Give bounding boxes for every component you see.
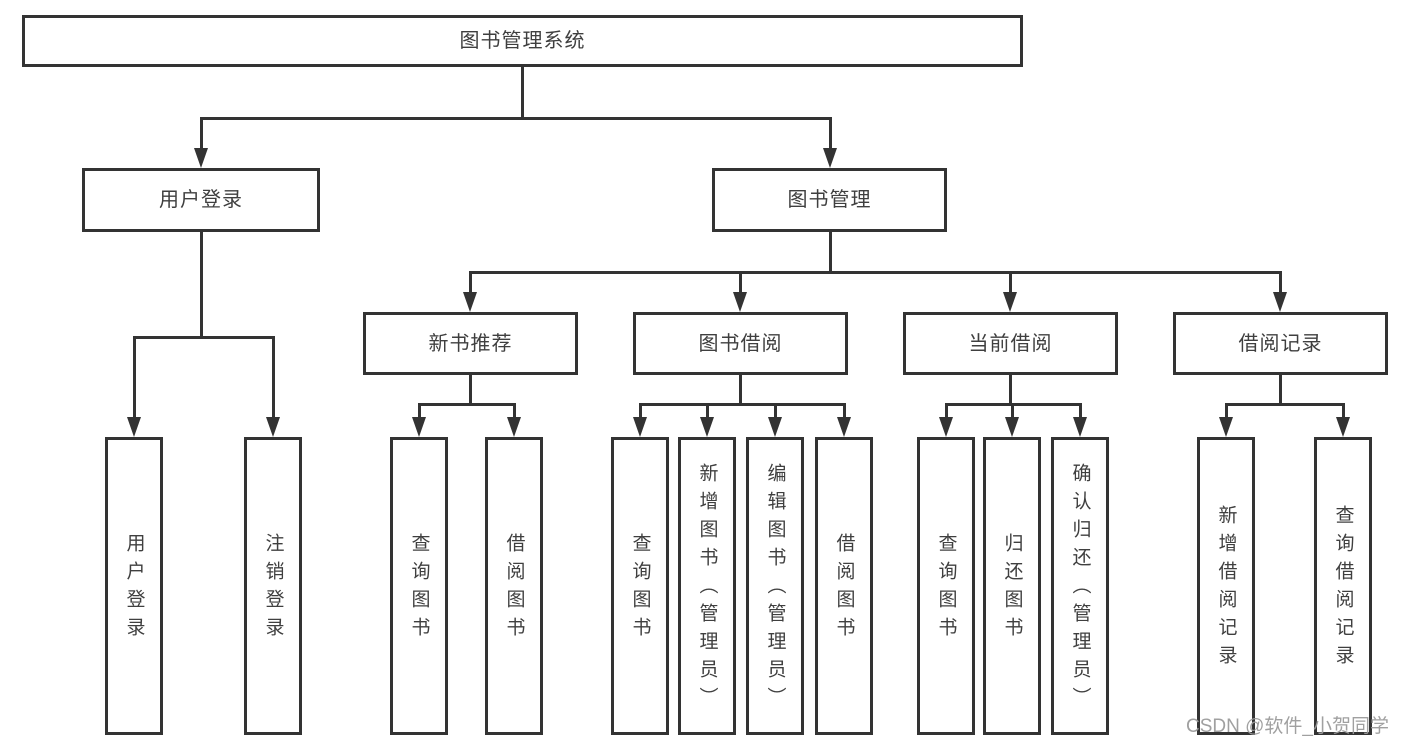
connector-stem-new-book-rec bbox=[468, 271, 472, 295]
arrowhead-bb-add bbox=[700, 417, 714, 437]
leaf-logout: 注销登录 bbox=[244, 437, 302, 735]
connector-current-borrow-stub bbox=[1008, 375, 1012, 403]
connector-user-login-stub bbox=[199, 232, 203, 336]
connector-root-trunk bbox=[520, 67, 524, 117]
arrowhead-bb-edit bbox=[768, 417, 782, 437]
leaf-bb-edit-books: 编辑图书（管理员） bbox=[746, 437, 804, 735]
node-book-mgmt: 图书管理 bbox=[712, 168, 947, 232]
leaf-cb-return-books: 归还图书 bbox=[983, 437, 1041, 735]
node-root: 图书管理系统 bbox=[22, 15, 1023, 67]
leaf-user-login: 用户登录 bbox=[105, 437, 163, 735]
connector-stem-logout-leaf bbox=[271, 336, 275, 420]
connector-stem-bb-borrow bbox=[842, 403, 846, 419]
leaf-cb-query-books: 查询图书 bbox=[917, 437, 975, 735]
leaf-br-query-record: 查询借阅记录 bbox=[1314, 437, 1372, 735]
arrowhead-user-login bbox=[194, 148, 208, 168]
leaf-bb-add-books: 新增图书（管理员） bbox=[678, 437, 736, 735]
arrowhead-logout-leaf bbox=[266, 417, 280, 437]
connector-stem-cb-query bbox=[944, 403, 948, 419]
connector-stem-bb-edit bbox=[773, 403, 777, 419]
connector-stem-nbr-query bbox=[417, 403, 421, 419]
arrowhead-cb-confirm bbox=[1073, 417, 1087, 437]
connector-stem-br-add bbox=[1224, 403, 1228, 419]
arrowhead-br-query bbox=[1336, 417, 1350, 437]
connector-stem-bb-add bbox=[705, 403, 709, 419]
watermark: CSDN @软件_小贺同学 bbox=[1186, 716, 1389, 737]
arrowhead-current-borrow bbox=[1003, 292, 1017, 312]
arrowhead-nbr-borrow bbox=[507, 417, 521, 437]
arrowhead-book-mgmt bbox=[823, 148, 837, 168]
leaf-bb-borrow-books: 借阅图书 bbox=[815, 437, 873, 735]
connector-stem-br-query bbox=[1341, 403, 1345, 419]
arrowhead-bb-query bbox=[633, 417, 647, 437]
arrowhead-nbr-query bbox=[412, 417, 426, 437]
connector-borrow-records-stub bbox=[1278, 375, 1282, 403]
connector-level2-distributor bbox=[199, 117, 832, 120]
connector-stem-cb-return bbox=[1010, 403, 1014, 419]
node-borrow-records: 借阅记录 bbox=[1173, 312, 1388, 375]
connector-book-borrow-stub bbox=[738, 375, 742, 403]
leaf-nbr-query-books: 查询图书 bbox=[390, 437, 448, 735]
connector-user-login-distributor bbox=[132, 336, 275, 339]
arrowhead-cb-query bbox=[939, 417, 953, 437]
connector-new-book-rec-stub bbox=[468, 375, 472, 403]
node-user-login: 用户登录 bbox=[82, 168, 320, 232]
connector-borrow-records-distributor bbox=[1224, 403, 1345, 406]
leaf-br-add-record: 新增借阅记录 bbox=[1197, 437, 1255, 735]
connector-stem-book-mgmt bbox=[828, 117, 832, 150]
connector-stem-user-login bbox=[199, 117, 203, 150]
arrowhead-bb-borrow bbox=[837, 417, 851, 437]
connector-stem-book-borrow bbox=[738, 271, 742, 295]
arrowhead-br-add bbox=[1219, 417, 1233, 437]
leaf-bb-query-books: 查询图书 bbox=[611, 437, 669, 735]
arrowhead-borrow-records bbox=[1273, 292, 1287, 312]
arrowhead-login-leaf bbox=[127, 417, 141, 437]
connector-book-borrow-distributor bbox=[638, 403, 846, 406]
leaf-nbr-borrow-books: 借阅图书 bbox=[485, 437, 543, 735]
connector-stem-bb-query bbox=[638, 403, 642, 419]
node-current-borrow: 当前借阅 bbox=[903, 312, 1118, 375]
connector-stem-borrow-records bbox=[1278, 271, 1282, 295]
connector-stem-current-borrow bbox=[1008, 271, 1012, 295]
connector-stem-cb-confirm bbox=[1078, 403, 1082, 419]
connector-stem-nbr-borrow bbox=[512, 403, 516, 419]
node-book-borrow: 图书借阅 bbox=[633, 312, 848, 375]
arrowhead-cb-return bbox=[1005, 417, 1019, 437]
node-new-book-rec: 新书推荐 bbox=[363, 312, 578, 375]
connector-book-mgmt-stub bbox=[828, 232, 832, 271]
connector-stem-login-leaf bbox=[132, 336, 136, 420]
connector-new-book-rec-distributor bbox=[417, 403, 516, 406]
leaf-cb-confirm-return: 确认归还（管理员） bbox=[1051, 437, 1109, 735]
arrowhead-new-book-rec bbox=[463, 292, 477, 312]
connector-level3-distributor bbox=[468, 271, 1282, 274]
arrowhead-book-borrow bbox=[733, 292, 747, 312]
